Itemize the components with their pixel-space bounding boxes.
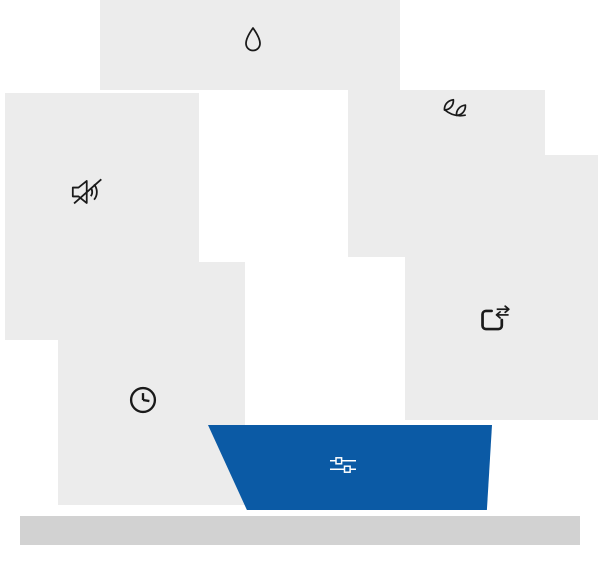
speaker-muted-icon	[69, 176, 107, 208]
tile-water[interactable]	[100, 0, 400, 90]
water-drop-icon	[238, 24, 268, 60]
tile-connection[interactable]	[405, 155, 598, 420]
clock-icon	[126, 383, 160, 417]
bottom-bar	[20, 516, 580, 545]
hose-connection-swap-icon	[478, 304, 512, 336]
leaf-icon	[439, 97, 471, 127]
active-settings-tile[interactable]	[208, 425, 492, 510]
tile-timer[interactable]	[58, 262, 245, 505]
sliders-settings-icon	[328, 454, 358, 476]
